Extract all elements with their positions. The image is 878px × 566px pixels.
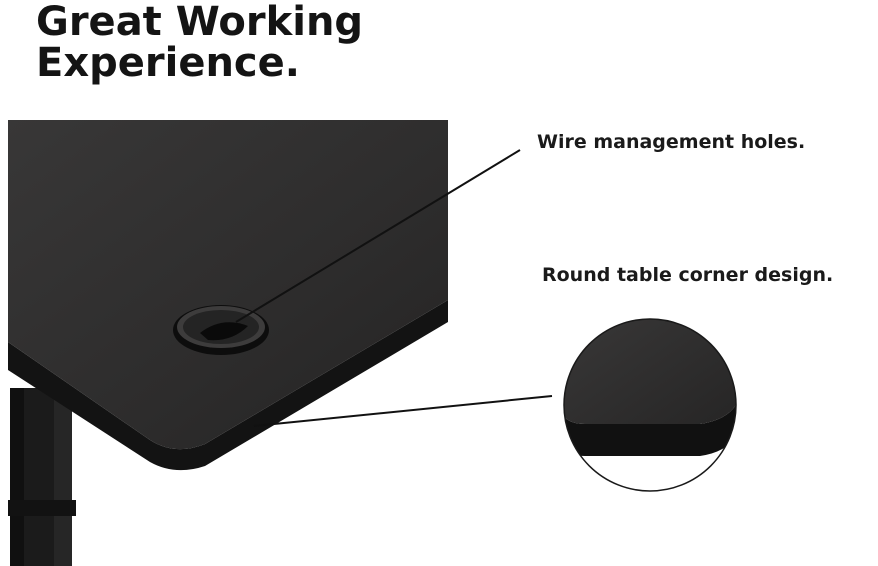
headline-line-1: Great Working <box>36 0 364 45</box>
wire-leader-line <box>235 149 521 323</box>
wire-grommet <box>173 305 269 355</box>
round-corner-label: Round table corner design. <box>542 264 834 286</box>
desk-leg <box>8 388 76 566</box>
corner-zoom-circle <box>563 318 737 492</box>
corner-leader-line <box>253 395 553 427</box>
desk-edge <box>8 300 448 471</box>
headline: Great Working Experience. <box>36 2 363 84</box>
headline-line-2: Experience. <box>36 40 300 86</box>
desk-top <box>8 120 448 450</box>
wire-management-label: Wire management holes. <box>537 131 806 153</box>
